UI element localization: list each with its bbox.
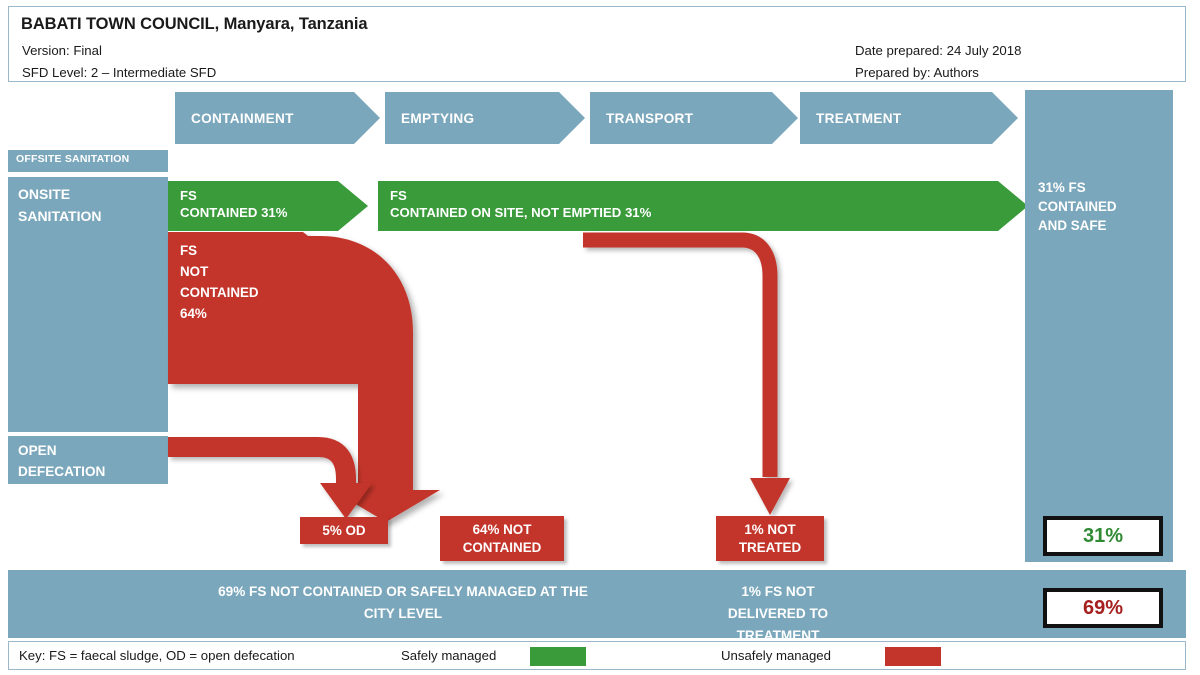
header-prepared-by: Prepared by: Authors <box>855 65 979 80</box>
flow-line1: FS <box>390 188 407 203</box>
summary-nottreated-line1: 1% FS NOT <box>741 584 815 599</box>
legend-key-text: Key: FS = faecal sludge, OD = open defec… <box>19 648 295 663</box>
flow-fs-not-contained-text: FS NOT CONTAINED 64% <box>180 240 259 324</box>
right-summary-column: 31% FS CONTAINED AND SAFE 31% <box>1025 90 1173 562</box>
legend-bar: Key: FS = faecal sludge, OD = open defec… <box>8 641 1186 670</box>
sidebar-offsite-sanitation: OFFSITE SANITATION <box>8 150 168 172</box>
safe-percentage-box: 31% <box>1043 516 1163 556</box>
stage-containment: CONTAINMENT <box>175 92 380 144</box>
red-bent-flow-arrow <box>168 232 440 522</box>
stage-label: TRANSPORT <box>606 110 694 126</box>
header-version: Version: Final <box>22 43 102 58</box>
outcome-label-line1: 64% NOT <box>472 521 532 537</box>
summary-nottreated-line2: DELIVERED TO <box>727 606 829 621</box>
stage-label: CONTAINMENT <box>191 110 294 126</box>
flow-fs-not-emptied-text: FS CONTAINED ON SITE, NOT EMPTIED 31% <box>378 181 651 231</box>
legend-unsafely-managed-swatch <box>885 647 941 666</box>
safe-percentage-value: 31% <box>1082 524 1124 547</box>
unsafe-percentage-box: 69% <box>1043 588 1163 628</box>
red-open-defecation-arrow <box>168 437 372 519</box>
stage-emptying: EMPTYING <box>385 92 585 144</box>
header-date-prepared: Date prepared: 24 July 2018 <box>855 43 1022 58</box>
sidebar-onsite-sanitation: ONSITE SANITATION <box>8 177 168 432</box>
flow-fs-contained-text: FS CONTAINED 31% <box>168 181 287 231</box>
stage-treatment: TREATMENT <box>800 92 1018 144</box>
outcome-box-od: 5% OD <box>300 517 388 544</box>
outcome-label-line2: CONTAINED <box>462 539 542 555</box>
flow-fs-contained-not-emptied: FS CONTAINED ON SITE, NOT EMPTIED 31% <box>378 181 1028 231</box>
sidebar-od-label-line2: DEFECATION <box>18 464 106 479</box>
header-sfd-level: SFD Level: 2 – Intermediate SFD <box>22 65 217 80</box>
page-title: BABATI TOWN COUNCIL, Manyara, Tanzania <box>21 15 368 33</box>
summary-not-treated-text: 1% FS NOT DELIVERED TO TREATMENT <box>668 581 888 647</box>
flow-line2: CONTAINED ON SITE, NOT EMPTIED 31% <box>390 205 652 220</box>
outcome-box-not-contained: 64% NOT CONTAINED <box>440 516 564 561</box>
unsafe-percentage-value: 69% <box>1082 596 1124 619</box>
sidebar-offsite-label: OFFSITE SANITATION <box>16 153 130 165</box>
summary-bar: 69% FS NOT CONTAINED OR SAFELY MANAGED A… <box>8 570 1186 643</box>
summary-unsafe-text: 69% FS NOT CONTAINED OR SAFELY MANAGED A… <box>118 581 688 625</box>
red-not-treated-arrow <box>583 232 790 515</box>
stage-label: TREATMENT <box>816 110 902 126</box>
sidebar-od-label-line1: OPEN <box>18 443 57 458</box>
outcome-label: 5% OD <box>322 522 366 538</box>
flow-line2: CONTAINED 31% <box>180 205 288 220</box>
flow-line1: FS <box>180 188 197 203</box>
stage-transport: TRANSPORT <box>590 92 798 144</box>
stage-label: EMPTYING <box>401 110 475 126</box>
outcome-box-not-treated: 1% NOT TREATED <box>716 516 824 561</box>
flow-line2: NOT <box>180 264 209 279</box>
legend-safely-managed-label: Safely managed <box>401 648 497 663</box>
outcome-label-line1: 1% NOT <box>744 521 796 537</box>
flow-fs-contained: FS CONTAINED 31% <box>168 181 368 231</box>
flow-line3: CONTAINED <box>180 285 259 300</box>
legend-safely-managed-swatch <box>530 647 586 666</box>
sidebar-onsite-label-line1: ONSITE <box>18 186 71 202</box>
flow-line1: FS <box>180 243 198 258</box>
summary-unsafe-line1: 69% FS NOT CONTAINED OR SAFELY MANAGED A… <box>218 584 588 599</box>
right-column-label: 31% FS CONTAINED AND SAFE <box>1038 178 1117 235</box>
right-line1: 31% FS <box>1038 180 1086 195</box>
summary-nottreated-line3: TREATMENT <box>736 628 820 643</box>
flow-line4: 64% <box>180 306 207 321</box>
sidebar-open-defecation: OPEN DEFECATION <box>8 436 168 484</box>
outcome-label-line2: TREATED <box>738 539 802 555</box>
legend-unsafely-managed-label: Unsafely managed <box>721 648 831 663</box>
sidebar-onsite-label-line2: SANITATION <box>18 208 102 224</box>
header-panel: BABATI TOWN COUNCIL, Manyara, Tanzania V… <box>8 6 1186 82</box>
right-line2: CONTAINED <box>1038 199 1117 214</box>
summary-unsafe-line2: CITY LEVEL <box>363 606 443 621</box>
right-line3: AND SAFE <box>1038 218 1107 233</box>
